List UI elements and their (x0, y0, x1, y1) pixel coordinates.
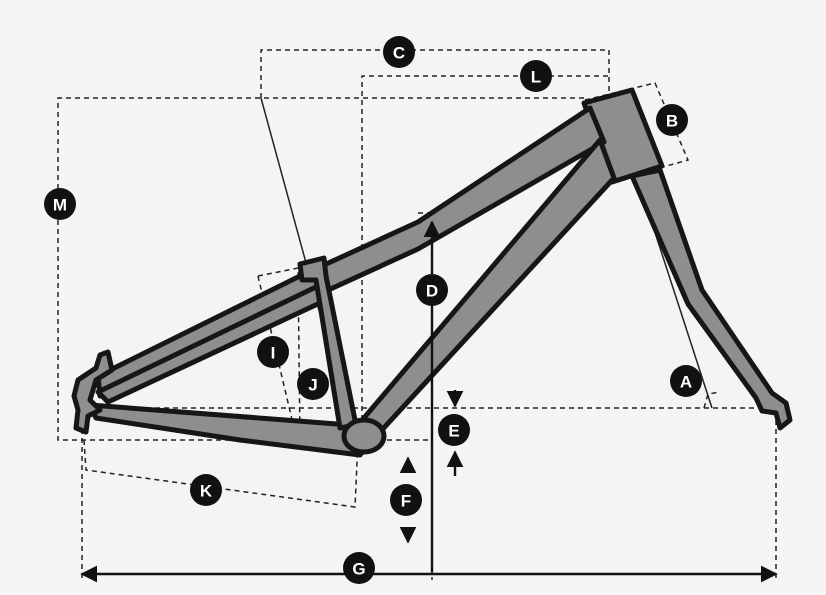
guide-a-arc (703, 391, 721, 409)
svg-text:K: K (200, 482, 213, 501)
marker-l: L (520, 60, 552, 92)
guide-d (418, 212, 433, 580)
guide-c (260, 49, 610, 100)
svg-text:G: G (352, 560, 365, 579)
marker-m: M (44, 188, 76, 220)
seat-stay (95, 283, 325, 405)
marker-e: E (438, 414, 470, 446)
marker-c: C (383, 36, 415, 68)
svg-text:F: F (401, 492, 411, 511)
bottom-bracket (341, 417, 387, 455)
svg-text:A: A (680, 373, 692, 392)
marker-j: J (297, 368, 329, 400)
svg-text:E: E (448, 422, 459, 441)
svg-text:I: I (271, 344, 276, 363)
marker-g: G (343, 552, 375, 584)
svg-text:D: D (426, 282, 438, 301)
svg-text:C: C (393, 44, 405, 63)
svg-text:B: B (666, 112, 678, 131)
svg-text:L: L (531, 68, 541, 87)
svg-text:J: J (308, 376, 317, 395)
rear-dropout (71, 349, 115, 435)
chain-stay (87, 402, 375, 458)
svg-text:M: M (53, 196, 67, 215)
bike-frame (71, 87, 793, 458)
marker-d: D (416, 274, 448, 306)
marker-f: F (390, 484, 422, 516)
fork (629, 167, 793, 431)
marker-b: B (656, 104, 688, 136)
marker-a: A (670, 365, 702, 397)
marker-k: K (190, 474, 222, 506)
marker-i: I (257, 336, 289, 368)
